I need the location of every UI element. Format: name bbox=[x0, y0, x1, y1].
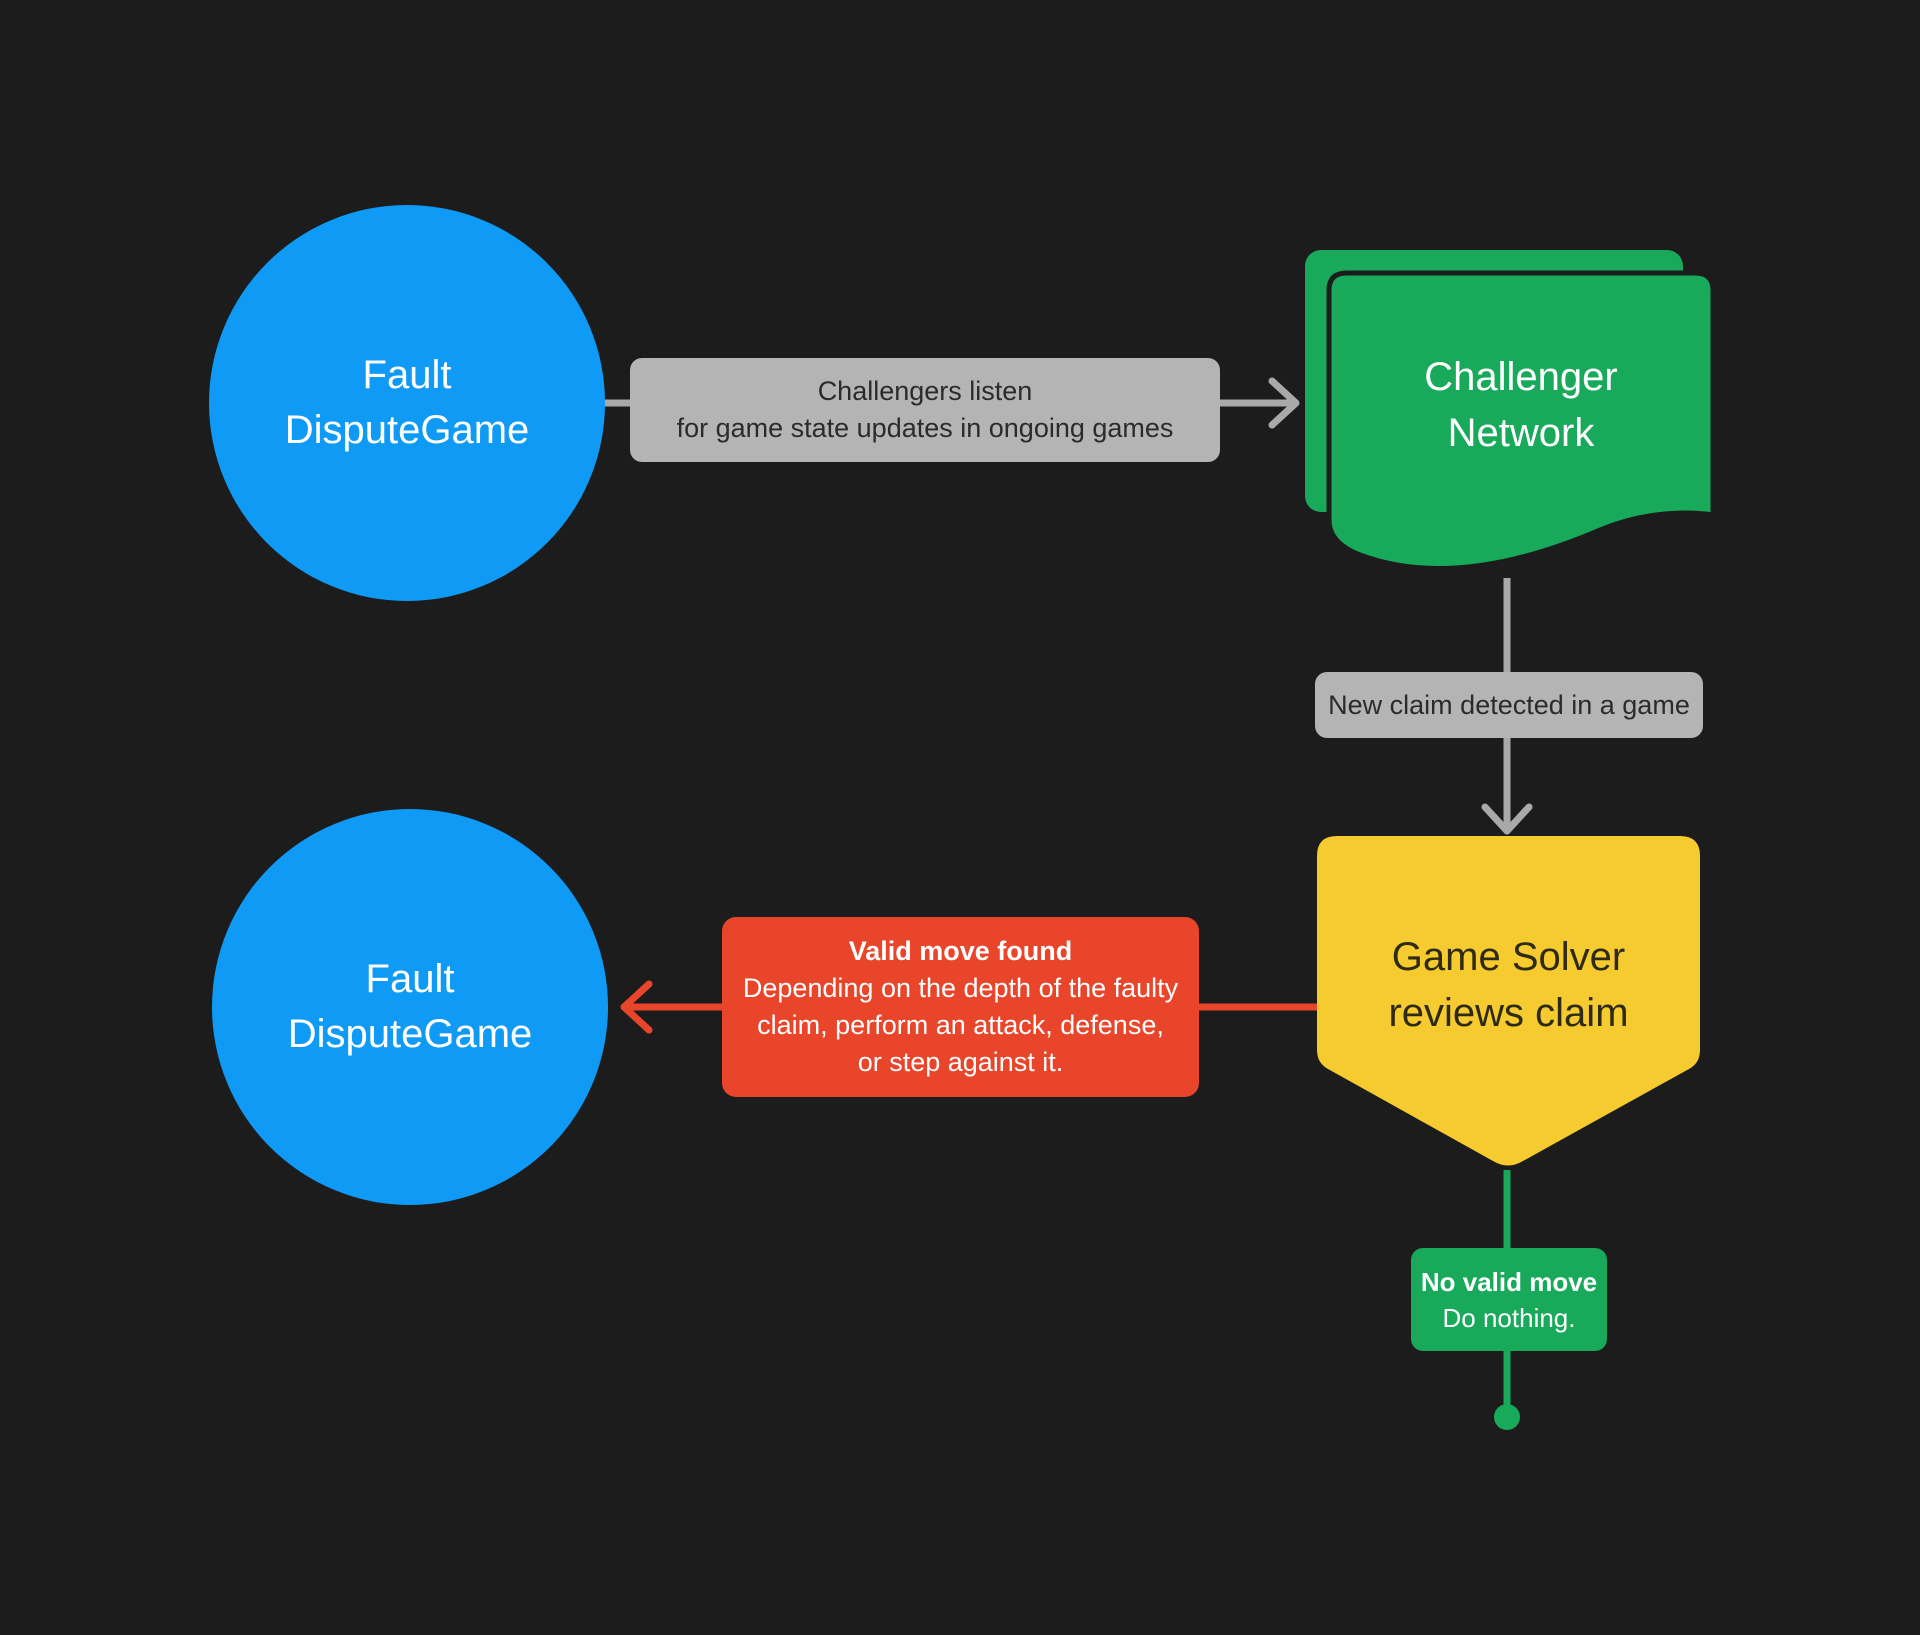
node-label: Fault bbox=[362, 353, 452, 397]
edge-label-text: Depending on the depth of the faulty bbox=[742, 973, 1179, 1003]
node-label: reviews claim bbox=[1388, 991, 1629, 1035]
edge-label-text: claim, perform an attack, defense, bbox=[757, 1010, 1164, 1040]
edge-label-text: Do nothing. bbox=[1442, 1302, 1576, 1333]
edge-label-text: or step against it. bbox=[857, 1047, 1064, 1077]
edge-label-valid-move: Valid move found Depending on the depth … bbox=[722, 917, 1199, 1097]
node-label: Fault bbox=[365, 957, 455, 1001]
arrowhead-left-icon bbox=[620, 980, 653, 1034]
game-solver-pentagon bbox=[1317, 836, 1700, 1166]
arrowhead-right-icon bbox=[1268, 377, 1300, 429]
edge-label-text: Challengers listen bbox=[817, 376, 1033, 406]
edge-label-title: Valid move found bbox=[848, 936, 1073, 966]
edge-label-new-claim: New claim detected in a game bbox=[1315, 672, 1703, 738]
node-fault-dispute-game-bottom: Fault DisputeGame bbox=[212, 809, 608, 1205]
node-fault-dispute-game-top: Fault DisputeGame bbox=[209, 205, 605, 601]
challenger-network-front-sheet bbox=[1326, 270, 1716, 572]
node-label: DisputeGame bbox=[287, 1012, 533, 1056]
flow-end-dot-icon bbox=[1494, 1404, 1520, 1430]
node-label: Network bbox=[1447, 411, 1595, 455]
edge-label-title: No valid move bbox=[1420, 1266, 1598, 1297]
node-challenger-network-label: Challenger Network bbox=[1329, 349, 1713, 461]
arrowhead-down-icon bbox=[1481, 803, 1533, 835]
edge-label-challengers-listen: Challengers listen for game state update… bbox=[630, 358, 1220, 462]
edge-label-text: New claim detected in a game bbox=[1328, 689, 1690, 720]
node-label: Game Solver bbox=[1391, 935, 1626, 979]
node-game-solver-label: Game Solver reviews claim bbox=[1317, 929, 1700, 1041]
edge-label-text: for game state updates in ongoing games bbox=[676, 413, 1174, 443]
edge-label-no-valid-move: No valid move Do nothing. bbox=[1411, 1248, 1607, 1351]
node-label: Challenger bbox=[1424, 355, 1618, 399]
node-label: DisputeGame bbox=[284, 408, 530, 452]
